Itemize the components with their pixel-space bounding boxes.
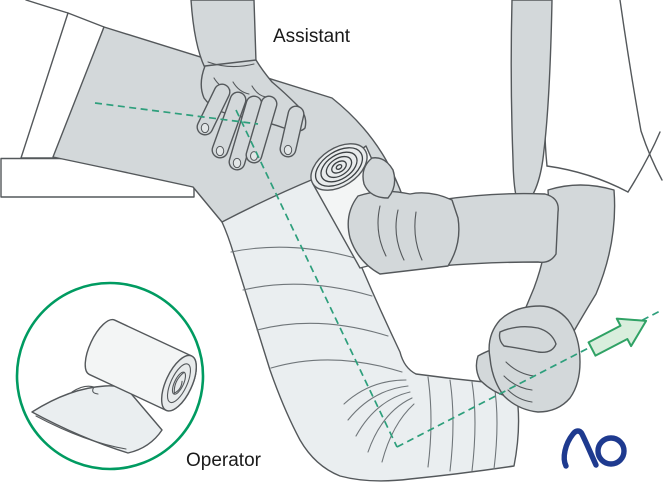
operator-forearm-roll <box>439 192 559 267</box>
assistant-label: Assistant <box>273 26 351 47</box>
operator-torso <box>540 0 665 193</box>
assistant-hand <box>190 0 307 171</box>
bandage-roll-inset <box>15 281 205 471</box>
operator-label: Operator <box>186 450 261 471</box>
operator-upper-arm <box>510 0 553 207</box>
operator-hand-foot <box>488 305 581 413</box>
dashed-axis-lines <box>94 102 663 448</box>
operator-hand-roll <box>347 157 460 275</box>
traction-arrow-icon <box>587 317 648 357</box>
bandage-roll-icon <box>31 318 197 454</box>
ao-logo: AO <box>561 428 627 469</box>
leg-cast <box>221 177 520 482</box>
